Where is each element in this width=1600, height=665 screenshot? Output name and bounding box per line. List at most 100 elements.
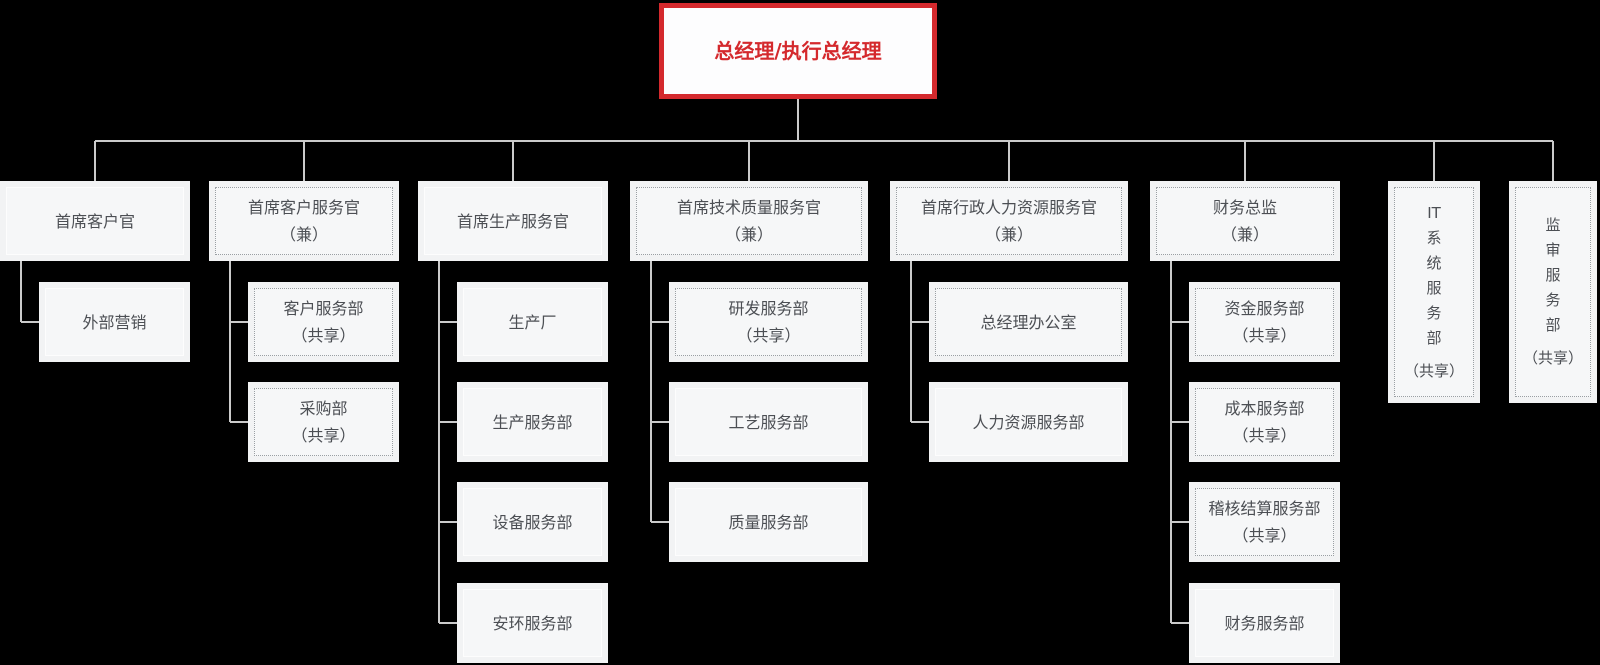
node-title: 财务总监 xyxy=(1212,198,1277,217)
dotted-inner-border xyxy=(1195,388,1334,456)
node-title: 首席技术质量服务官 xyxy=(676,198,821,217)
node-title: 人力资源服务部 xyxy=(972,412,1085,432)
solid-inner-border xyxy=(45,288,184,356)
vertical-char: 系 xyxy=(1426,228,1442,247)
dotted-inner-border xyxy=(636,187,862,255)
org-node-label: 稽核结算服务部 （共享） xyxy=(1191,482,1338,562)
org-node-label: 首席技术质量服务官 （兼） xyxy=(632,181,866,261)
node-title: 设备服务部 xyxy=(492,512,573,532)
dotted-inner-border xyxy=(1394,187,1474,397)
node-title: 稽核结算服务部 xyxy=(1208,499,1321,518)
solid-inner-border xyxy=(463,589,602,657)
solid-inner-border xyxy=(463,288,602,356)
org-node: 成本服务部（共享） xyxy=(1189,382,1340,462)
dotted-inner-border xyxy=(254,388,393,456)
node-title: 外部营销 xyxy=(82,312,147,332)
node-subtitle: （兼） xyxy=(984,225,1033,244)
node-subtitle: （共享） xyxy=(1232,526,1297,545)
org-node-label: 首席生产服务官 xyxy=(420,181,606,261)
org-node-label: 财务总监 （兼） xyxy=(1152,181,1338,261)
org-node-root-label: 总经理/执行总经理 xyxy=(666,8,930,94)
org-node: 资金服务部（共享） xyxy=(1189,282,1340,362)
org-node-label: 设备服务部 xyxy=(459,482,606,562)
dotted-inner-border xyxy=(1515,187,1591,397)
vertical-char: 监 xyxy=(1545,216,1561,234)
vertical-char: 务 xyxy=(1426,303,1442,322)
dotted-inner-border xyxy=(896,187,1122,255)
vertical-char: 服 xyxy=(1545,266,1561,284)
node-subtitle: （共享） xyxy=(1403,361,1464,380)
org-node: 外部营销 xyxy=(39,282,190,362)
dotted-inner-border xyxy=(1195,488,1334,556)
org-node: 首席客户官 xyxy=(0,181,190,261)
org-node-label: 客户服务部 （共享） xyxy=(250,282,397,362)
vertical-char: 部 xyxy=(1545,316,1561,334)
org-node: 总经理办公室 xyxy=(929,282,1128,362)
dotted-inner-border xyxy=(1156,187,1334,255)
org-node: 质量服务部 xyxy=(669,482,868,562)
vertical-char: 审 xyxy=(1545,241,1561,259)
vertical-char: IT xyxy=(1427,203,1441,222)
solid-inner-border xyxy=(424,187,602,255)
node-title: 首席行政人力资源服务官 xyxy=(920,198,1097,217)
node-title: 首席客户服务官 xyxy=(247,198,360,217)
node-subtitle: （共享） xyxy=(1522,349,1583,367)
org-node-label: 生产服务部 xyxy=(459,382,606,462)
org-node: 首席行政人力资源服务官 （兼） xyxy=(890,181,1128,261)
org-node: 稽核结算服务部 （共享） xyxy=(1189,482,1340,562)
node-title: 生产服务部 xyxy=(492,412,573,432)
org-node-label: 成本服务部（共享） xyxy=(1191,382,1338,462)
org-node-label: 资金服务部（共享） xyxy=(1191,282,1338,362)
solid-inner-border xyxy=(1195,589,1334,657)
org-node: 生产服务部 xyxy=(457,382,608,462)
node-subtitle: （共享） xyxy=(291,426,356,445)
org-node-label: 生产厂 xyxy=(459,282,606,362)
solid-inner-border xyxy=(463,488,602,556)
org-node-label: 总经理办公室 xyxy=(931,282,1126,362)
node-subtitle: （共享） xyxy=(291,326,356,345)
org-node-label: 首席客户官 xyxy=(2,181,188,261)
org-node: 首席客户服务官 （兼） xyxy=(209,181,399,261)
node-subtitle: （共享） xyxy=(1232,426,1297,445)
node-subtitle: （兼） xyxy=(279,225,328,244)
org-node-label: 外部营销 xyxy=(41,282,188,362)
node-title: 研发服务部 xyxy=(728,299,809,318)
org-node-label: 研发服务部（共享） xyxy=(671,282,866,362)
vertical-char: 统 xyxy=(1426,253,1442,272)
org-node-vertical-label: 监审服务部（共享） xyxy=(1511,181,1595,403)
org-node-label: 首席客户服务官 （兼） xyxy=(211,181,397,261)
node-title: 首席生产服务官 xyxy=(456,211,569,231)
vertical-char: 服 xyxy=(1426,278,1442,297)
node-title: 总经理办公室 xyxy=(980,312,1077,332)
dotted-inner-border xyxy=(254,288,393,356)
org-node-root: 总经理/执行总经理 xyxy=(659,3,937,99)
node-title: 采购部 xyxy=(299,399,348,418)
node-title: 客户服务部 xyxy=(283,299,364,318)
org-node: 研发服务部（共享） xyxy=(669,282,868,362)
dotted-inner-border xyxy=(675,288,862,356)
solid-inner-border xyxy=(675,488,862,556)
node-title: 总经理/执行总经理 xyxy=(714,38,882,63)
org-node: 客户服务部 （共享） xyxy=(248,282,399,362)
node-title: 质量服务部 xyxy=(728,512,809,532)
node-subtitle: （兼） xyxy=(1220,225,1269,244)
org-node: 人力资源服务部 xyxy=(929,382,1128,462)
org-node: 首席技术质量服务官 （兼） xyxy=(630,181,868,261)
solid-inner-border xyxy=(675,388,862,456)
solid-inner-border xyxy=(935,388,1122,456)
solid-inner-border xyxy=(6,187,184,255)
node-title: 生产厂 xyxy=(508,312,557,332)
solid-inner-border xyxy=(463,388,602,456)
org-node: 设备服务部 xyxy=(457,482,608,562)
dotted-inner-border xyxy=(215,187,393,255)
org-node-label: 采购部 （共享） xyxy=(250,382,397,462)
node-subtitle: （兼） xyxy=(724,225,773,244)
org-node: 采购部 （共享） xyxy=(248,382,399,462)
org-node-label: 质量服务部 xyxy=(671,482,866,562)
org-node-vertical: 监审服务部（共享） xyxy=(1509,181,1597,403)
org-node: 首席生产服务官 xyxy=(418,181,608,261)
dotted-inner-border xyxy=(1195,288,1334,356)
